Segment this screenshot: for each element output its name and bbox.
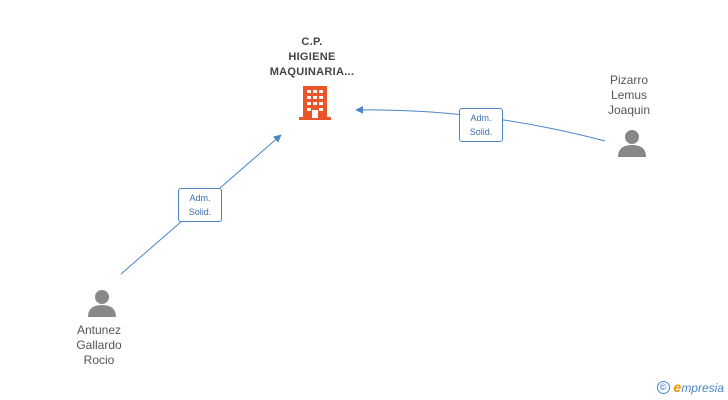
person-name-pizarro[interactable]: Pizarro Lemus Joaquin xyxy=(584,73,674,118)
role-line: Solid. xyxy=(469,127,493,137)
empresia-watermark: © empresia xyxy=(656,378,724,396)
role-line: Adm. xyxy=(470,113,492,123)
person-name-line: Antunez xyxy=(76,323,122,337)
role-badge-antunez[interactable]: Adm. Solid. xyxy=(178,188,222,222)
role-line: Adm. xyxy=(189,193,211,203)
person-name-line: Rocio xyxy=(83,353,115,367)
person-name-line: Gallardo xyxy=(76,338,122,352)
company-name-line: HIGIENE xyxy=(288,51,336,63)
person-icon[interactable] xyxy=(87,288,117,318)
person-name-line: Lemus xyxy=(610,88,648,102)
copyright-icon: © xyxy=(656,380,670,394)
building-icon[interactable] xyxy=(299,86,331,120)
person-name-line: Joaquin xyxy=(607,103,651,117)
role-line: Solid. xyxy=(188,207,212,217)
role-badge-pizarro[interactable]: Adm. Solid. xyxy=(459,108,503,142)
person-icon[interactable] xyxy=(617,128,647,158)
company-name[interactable]: C.P. HIGIENE MAQUINARIA... xyxy=(250,35,374,80)
brand-logo: empresia xyxy=(673,379,724,395)
company-name-line: C.P. xyxy=(301,36,323,48)
company-name-line: MAQUINARIA... xyxy=(269,66,355,78)
person-name-line: Pizarro xyxy=(609,73,648,87)
person-name-antunez[interactable]: Antunez Gallardo Rocio xyxy=(54,323,144,368)
